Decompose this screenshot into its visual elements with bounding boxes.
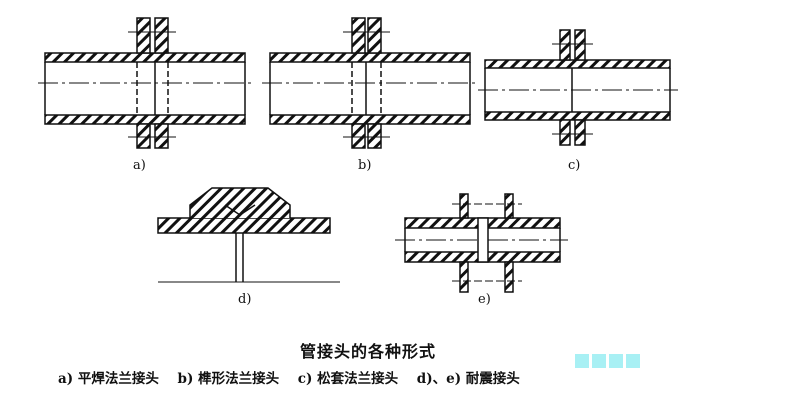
caption-item-de: d)、e) 耐震接头	[416, 371, 520, 387]
figure-e-seismic-joint	[395, 193, 568, 293]
highlight-marker	[592, 354, 606, 368]
figure-b-label: b)	[358, 158, 372, 173]
figure-c-label: c)	[568, 158, 581, 173]
figure-e-label: e)	[478, 292, 491, 307]
caption-item-c: c) 松套法兰接头	[297, 371, 399, 387]
caption-title: 管接头的各种形式	[300, 342, 437, 361]
figure-c-loose-flange	[478, 29, 678, 146]
figure-b-tongue-flange	[262, 17, 478, 149]
figure-d-label: d)	[238, 292, 252, 307]
figure-d-seismic-joint	[157, 187, 340, 283]
highlight-marker	[626, 354, 640, 368]
figure-a-welded-flange	[38, 17, 252, 149]
figure-a-label: a)	[133, 158, 146, 173]
caption-item-b: b) 榫形法兰接头	[177, 371, 280, 387]
highlight-marker	[575, 354, 589, 368]
caption-item-a: a) 平焊法兰接头	[58, 371, 159, 387]
highlight-marker	[609, 354, 623, 368]
caption-legend: a) 平焊法兰接头 b) 榫形法兰接头 c) 松套法兰接头 d)、e) 耐震接头	[58, 367, 534, 387]
